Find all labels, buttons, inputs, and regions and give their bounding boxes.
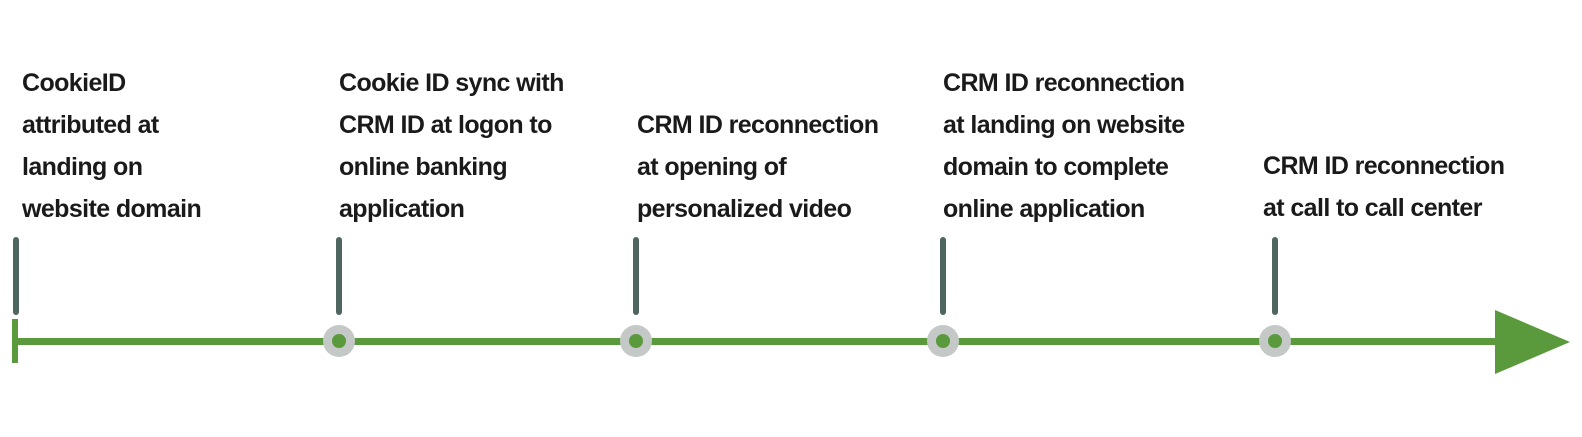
milestone-4-line-2: at landing on website (943, 111, 1185, 139)
milestone-2-line-4: application (339, 195, 465, 223)
milestone-3-label: CRM ID reconnection at opening of person… (637, 104, 879, 230)
milestone-2-line-1: Cookie ID sync with (339, 69, 564, 97)
milestone-1-line-2: attributed at (22, 111, 159, 139)
milestone-1-line-3: landing on (22, 153, 143, 181)
milestone-2-marker (323, 325, 355, 357)
milestone-5-line-2: at call to call center (1263, 194, 1482, 222)
milestone-3-line-1: CRM ID reconnection (637, 111, 879, 139)
milestone-1-label: CookieID attributed at landing on websit… (22, 62, 202, 230)
milestone-3-marker (620, 325, 652, 357)
timeline-arrow-head (1495, 310, 1570, 374)
milestone-4-label: CRM ID reconnection at landing on websit… (943, 62, 1185, 230)
milestone-5-line-1: CRM ID reconnection (1263, 152, 1505, 180)
timeline-axis-line (12, 338, 1512, 345)
milestone-4-line-4: online application (943, 195, 1145, 223)
milestone-5-marker (1259, 325, 1291, 357)
milestone-4-marker (927, 325, 959, 357)
milestone-4-line-3: domain to complete (943, 153, 1169, 181)
milestone-3-line-3: personalized video (637, 195, 852, 223)
milestone-2-line-3: online banking (339, 153, 508, 181)
milestone-3-line-2: at opening of (637, 153, 787, 181)
milestone-2-line-2: CRM ID at logon to (339, 111, 552, 139)
milestone-5-label: CRM ID reconnection at call to call cent… (1263, 145, 1505, 229)
milestone-1-line-4: website domain (22, 195, 202, 223)
milestone-4-line-1: CRM ID reconnection (943, 69, 1185, 97)
milestone-2-label: Cookie ID sync with CRM ID at logon to o… (339, 62, 564, 230)
milestone-1-line-1: CookieID (22, 69, 126, 97)
